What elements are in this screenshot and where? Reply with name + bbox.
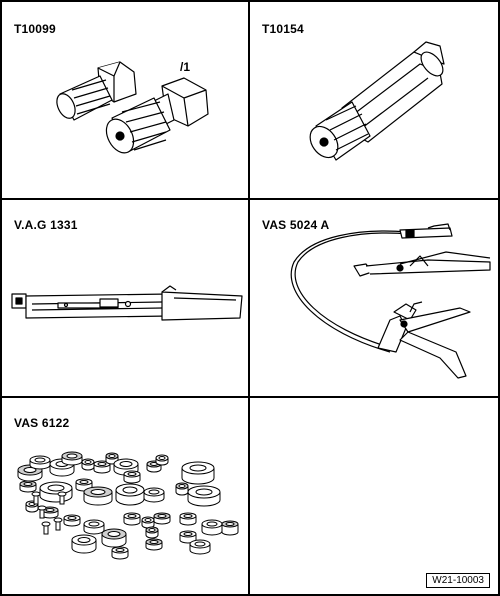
tool-code-label: VAS 6122 xyxy=(14,416,70,430)
torque-wrench-illustration xyxy=(2,200,248,396)
adapter-ring xyxy=(62,452,82,465)
empty-cell xyxy=(250,398,498,594)
tool-code-label: T10099 xyxy=(14,22,56,36)
tool-cell-t10154: T10154 xyxy=(250,2,498,198)
adapter-ring xyxy=(190,540,210,554)
adapter-ring xyxy=(156,455,168,465)
adapter-ring xyxy=(180,531,196,543)
tool-cell-vag-1331: V.A.G 1331 xyxy=(2,200,248,396)
adapter-ring xyxy=(146,539,162,550)
adapter-pin xyxy=(54,518,62,530)
adapter-ring xyxy=(94,461,110,473)
adapter-ring xyxy=(147,461,161,472)
tool-code-label: VAS 5024 A xyxy=(262,218,330,232)
adapter-ring xyxy=(142,517,154,528)
adapter-ring-set-illustration xyxy=(2,398,248,594)
adapter-ring xyxy=(176,483,188,495)
row-divider-1 xyxy=(0,198,500,200)
adapter-ring xyxy=(20,481,36,492)
long-splined-socket-illustration xyxy=(250,2,498,198)
tool-code-label: T10154 xyxy=(262,22,304,36)
splined-socket-bits-illustration xyxy=(2,2,248,198)
frame-right xyxy=(498,0,500,596)
tool-cell-vas-6122: VAS 6122 xyxy=(2,398,248,594)
adapter-ring xyxy=(202,520,222,535)
adapter-ring xyxy=(84,520,104,534)
adapter-ring xyxy=(116,484,144,505)
adapter-ring xyxy=(30,456,50,469)
adapter-ring xyxy=(84,487,112,505)
adapter-ring xyxy=(64,515,80,526)
frame-top xyxy=(0,0,500,2)
adapter-ring xyxy=(180,513,196,525)
adapter-ring xyxy=(146,527,158,538)
adapter-ring xyxy=(222,521,238,535)
tool-cell-t10099: T10099 /1 xyxy=(2,2,248,198)
adapter-ring xyxy=(124,513,140,525)
adapter-ring xyxy=(154,513,170,524)
row-divider-2 xyxy=(0,396,500,398)
tool-code-label: V.A.G 1331 xyxy=(14,218,78,232)
adapter-pin xyxy=(32,492,40,504)
adapter-ring xyxy=(182,462,214,484)
frame-bottom xyxy=(0,594,500,596)
tool-cell-vas-5024a: VAS 5024 A xyxy=(250,200,498,396)
adapter-ring xyxy=(124,471,140,483)
adapter-pin xyxy=(38,506,46,518)
adapter-pin xyxy=(42,522,50,534)
adapter-ring xyxy=(102,529,126,547)
adapter-ring xyxy=(82,459,94,470)
part-number-label: /1 xyxy=(180,60,191,74)
adapter-ring xyxy=(40,482,72,502)
column-divider xyxy=(248,0,250,596)
adapter-ring xyxy=(72,535,96,553)
adapter-pin xyxy=(58,492,66,504)
figure-reference-label: W21-10003 xyxy=(426,573,490,588)
adapter-ring xyxy=(144,488,164,502)
adapter-ring xyxy=(188,486,220,506)
hose-clip-pliers-illustration xyxy=(250,200,498,396)
frame-left xyxy=(0,0,2,596)
adapter-ring xyxy=(112,547,128,559)
